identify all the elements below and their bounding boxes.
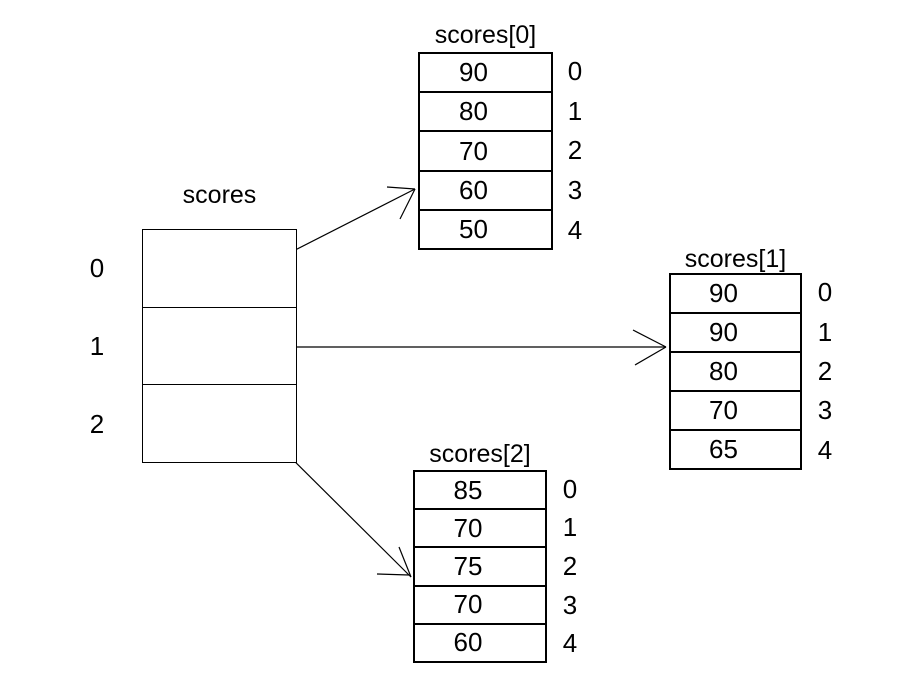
arrow-barb <box>376 573 410 576</box>
subarray-1-cell-1: 90 <box>671 312 800 351</box>
subarray-0-cell-3: 60 <box>420 169 551 209</box>
pointer-index-0: 0 <box>89 252 105 283</box>
pointer-index-column: 0 1 2 <box>84 229 110 463</box>
subarray-1-cell-3: 70 <box>671 390 800 429</box>
subarray-0-index-1: 1 <box>567 95 583 126</box>
subarray-0-cell-4: 50 <box>420 208 551 248</box>
pointer-array-box <box>142 229 297 463</box>
subarray-1-cell-4: 65 <box>671 429 800 468</box>
subarray-1-index-3: 3 <box>817 395 833 426</box>
subarray-1-index-2: 2 <box>817 356 833 387</box>
pointer-cell-2 <box>143 384 296 462</box>
subarray-1-index-4: 4 <box>817 434 833 465</box>
subarray-1-cell-2: 80 <box>671 351 800 390</box>
subarray-1-index-column: 0 1 2 3 4 <box>812 273 838 470</box>
subarray-table-2: 85 70 75 70 60 <box>413 470 547 663</box>
subarray-2-cell-3: 70 <box>415 584 545 623</box>
arrow-barb <box>634 346 667 366</box>
pointer-index-1: 1 <box>89 330 105 361</box>
subarray-2-cell-0: 85 <box>453 474 483 505</box>
subarray-0-index-2: 2 <box>567 135 583 166</box>
subarray-2-title: scores[2] <box>429 440 531 468</box>
subarray-2-index-0: 0 <box>562 473 578 504</box>
subarray-0-index-4: 4 <box>567 214 583 245</box>
subarray-1-title: scores[1] <box>684 245 787 273</box>
subarray-0-cell-2: 70 <box>420 130 551 169</box>
subarray-2-index-3: 3 <box>562 589 578 620</box>
subarray-2-index-4: 4 <box>562 628 578 659</box>
arrow-barb <box>632 329 667 348</box>
subarray-2-index-2: 2 <box>562 550 578 581</box>
subarray-2-cell-1: 70 <box>415 508 545 546</box>
arrow-barb <box>399 188 416 220</box>
subarray-0-cell-0: 90 <box>459 57 488 88</box>
arrow-barb <box>398 546 412 578</box>
subarray-2-index-1: 1 <box>562 512 578 543</box>
subarray-0-cell-1: 80 <box>420 91 551 130</box>
pointer-cell-0 <box>143 230 296 307</box>
subarray-table-1: 90 90 80 70 65 <box>669 273 802 470</box>
subarray-table-0: 90 80 70 60 50 <box>418 52 553 250</box>
pointer-index-2: 2 <box>89 408 105 439</box>
subarray-0-index-0: 0 <box>567 56 583 87</box>
pointer-cell-1 <box>143 306 296 385</box>
subarray-0-index-column: 0 1 2 3 4 <box>562 52 588 250</box>
subarray-2-index-column: 0 1 2 3 4 <box>557 470 583 663</box>
pointer-array-title: scores <box>182 181 257 209</box>
arrow-barb <box>386 186 416 190</box>
subarray-0-index-3: 3 <box>567 175 583 206</box>
subarray-2-cell-4: 60 <box>415 622 545 661</box>
subarray-0-title: scores[0] <box>434 21 537 49</box>
subarray-2-cell-2: 75 <box>415 546 545 584</box>
arrow-to-scores1 <box>252 329 667 366</box>
subarray-1-cell-0: 90 <box>709 278 738 308</box>
subarray-1-index-0: 0 <box>817 277 833 308</box>
subarray-1-index-1: 1 <box>817 316 833 347</box>
